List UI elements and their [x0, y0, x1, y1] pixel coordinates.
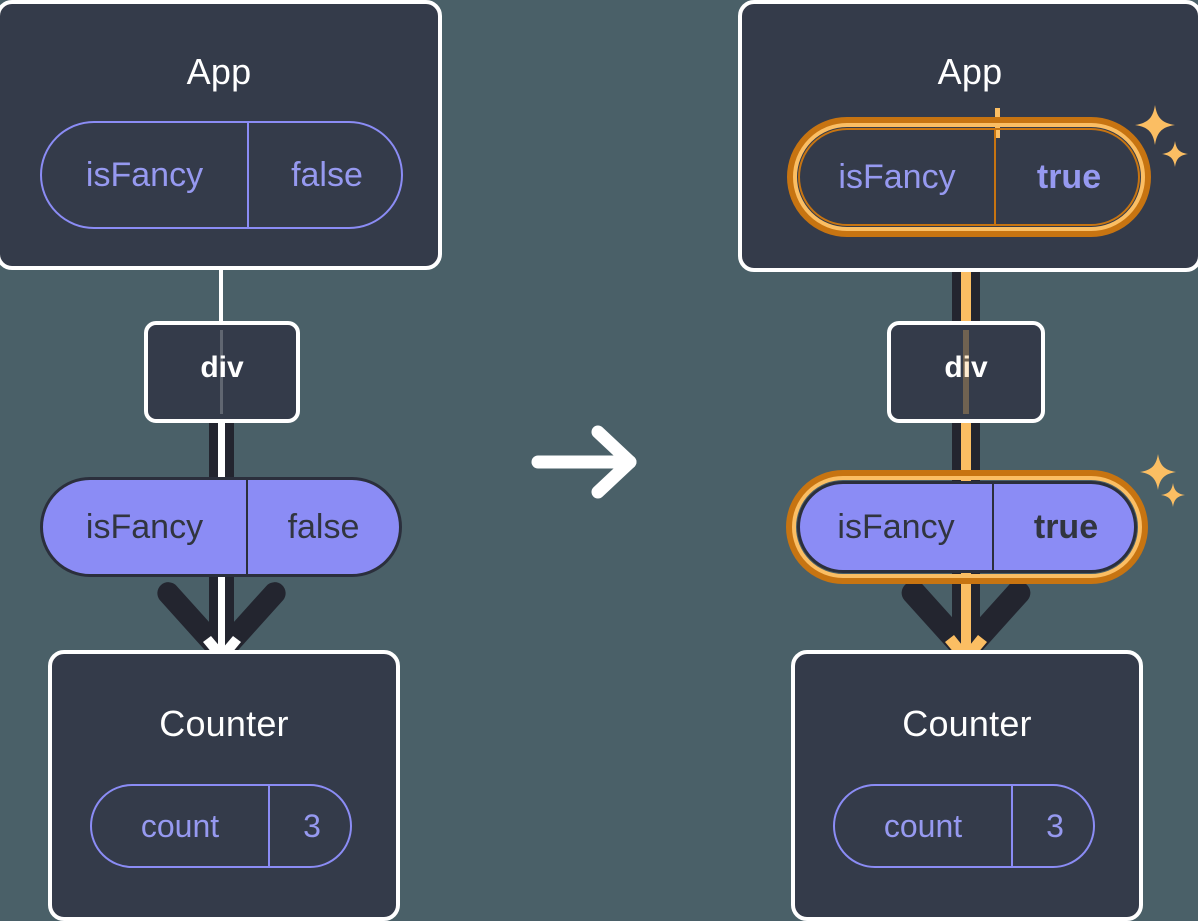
pill-value-before-app: false — [291, 156, 363, 194]
pill-key-after-counter: count — [883, 808, 963, 844]
wire-prop-to-counter-after — [961, 572, 971, 652]
sparkle-four-point-small-prop — [1161, 483, 1185, 507]
wire-app-to-div-after — [961, 235, 971, 327]
pill-app-state-after[interactable]: isFancy true — [798, 128, 1140, 226]
wire-ghost-through-div-after — [963, 330, 969, 414]
pill-app-state-before[interactable]: isFancy false — [40, 121, 403, 229]
pill-value-after-counter: 3 — [1046, 808, 1064, 844]
wire-ghost-through-div-before — [220, 330, 223, 414]
pill-value-after-prop: true — [1033, 508, 1099, 546]
wire-prop-to-counter-before — [218, 573, 225, 651]
card-app-title-after: App — [937, 51, 1003, 92]
pill-key-before-app: isFancy — [85, 156, 204, 194]
pill-value-before-prop: false — [287, 508, 360, 546]
card-counter-title-before: Counter — [159, 703, 289, 744]
pill-value-before-counter: 3 — [303, 808, 321, 844]
pill-prop-after[interactable]: isFancy true — [797, 481, 1137, 573]
pill-key-before-counter: count — [140, 808, 220, 844]
wire-app-to-div-before — [219, 262, 223, 324]
arrow-right-icon — [531, 425, 637, 499]
pill-key-after-prop: isFancy — [837, 508, 955, 546]
wire-div-to-prop-after — [961, 419, 971, 491]
sparkle-four-point-small-app — [1162, 141, 1188, 167]
pill-divider-before-prop — [246, 480, 248, 574]
pill-counter-state-before[interactable]: count 3 — [90, 784, 352, 868]
card-div-before: div — [144, 321, 300, 423]
sparkle-four-point-large-app — [1135, 105, 1175, 145]
pill-value-after-app: true — [1036, 158, 1102, 196]
highlight-ring-prop-after — [786, 470, 1148, 584]
pill-divider-before-counter — [268, 786, 270, 866]
wire-div-to-prop-before — [218, 419, 225, 491]
pill-key-before-prop: isFancy — [85, 508, 204, 546]
pill-prop-before[interactable]: isFancy false — [40, 477, 402, 577]
pill-divider-after-counter — [1011, 786, 1013, 866]
pill-counter-state-after[interactable]: count 3 — [833, 784, 1095, 868]
card-div-title-before: div — [200, 351, 244, 384]
card-app-title-before: App — [186, 51, 252, 92]
card-div-after: div — [887, 321, 1045, 423]
sparkle-four-point-large-prop — [1140, 454, 1176, 490]
pill-divider-before-app — [247, 123, 249, 227]
card-counter-title-after: Counter — [902, 703, 1032, 744]
highlight-ring-app-after — [787, 117, 1151, 237]
card-counter-before: Counter — [48, 650, 400, 921]
pill-key-after-app: isFancy — [838, 158, 956, 196]
card-div-title-after: div — [944, 351, 988, 384]
pill-divider-after-prop — [992, 484, 994, 570]
pill-divider-after-app — [994, 130, 996, 224]
